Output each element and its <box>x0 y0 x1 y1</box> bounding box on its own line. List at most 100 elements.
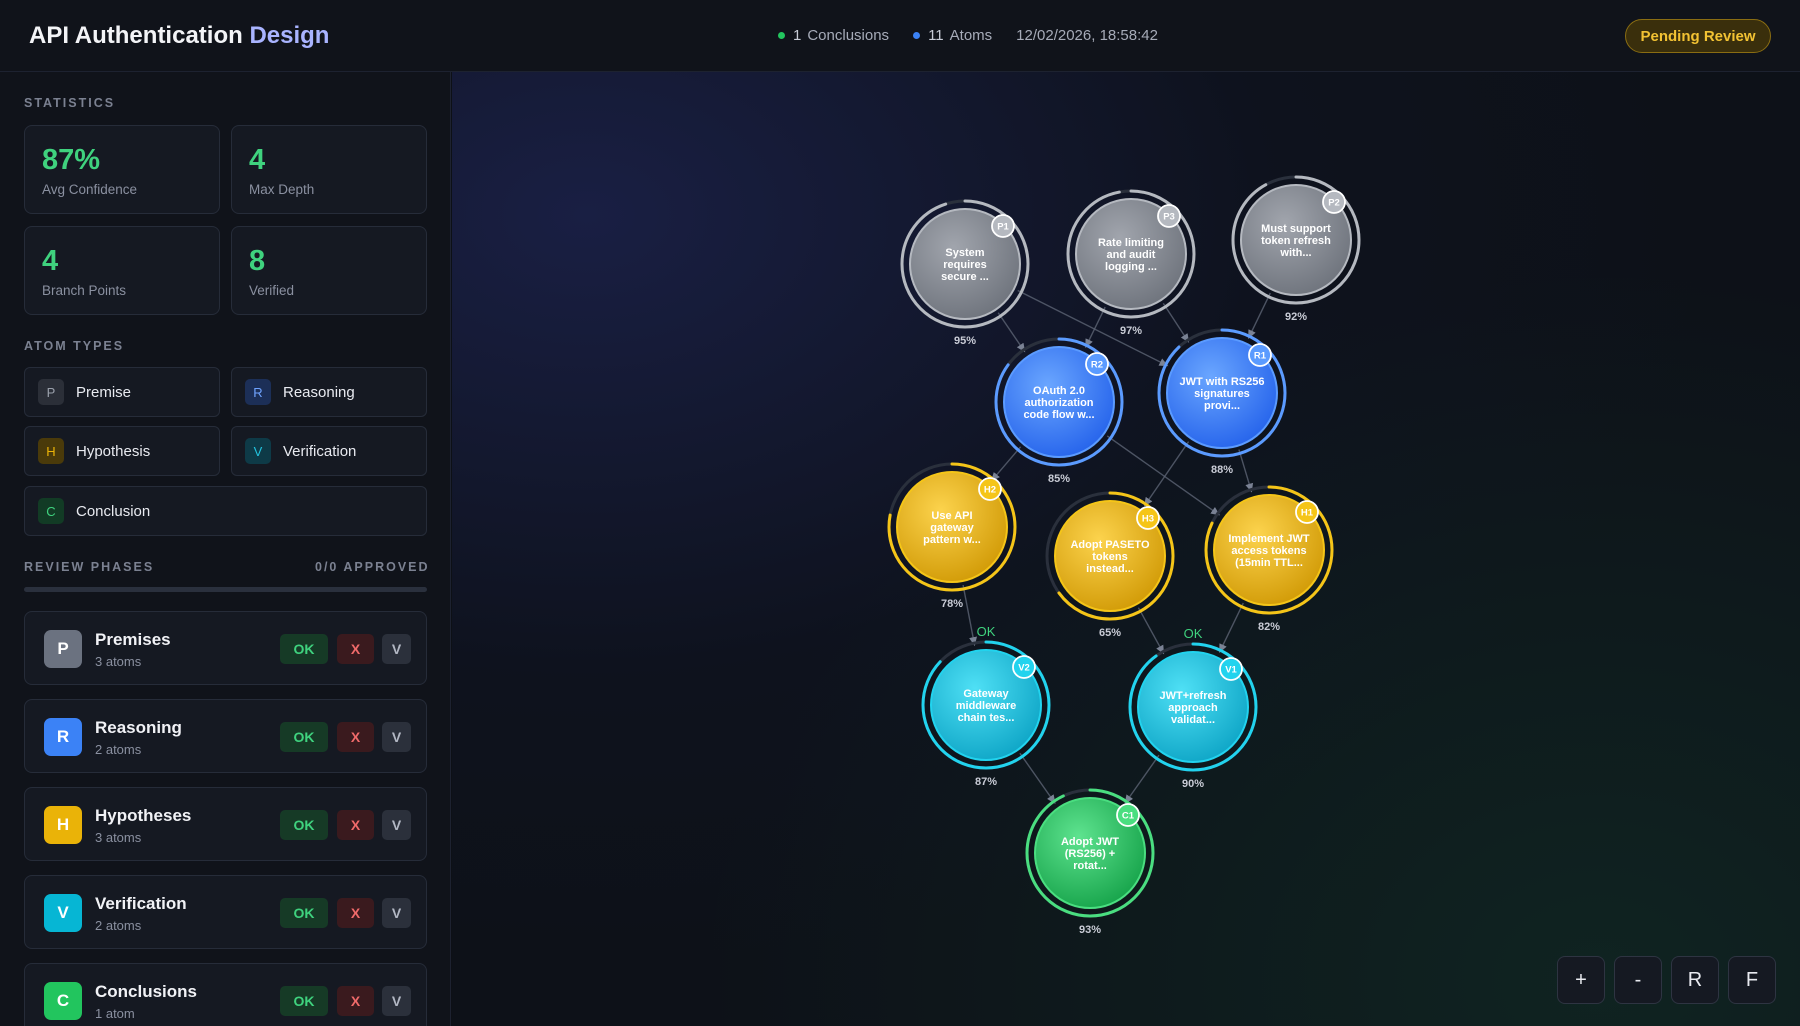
phase-name: Reasoning <box>95 718 182 737</box>
node-body[interactable] <box>896 471 1008 583</box>
node-text: approach <box>1168 702 1218 714</box>
node-body[interactable] <box>909 208 1021 320</box>
node-text: (RS256) + <box>1065 848 1115 860</box>
node-text: gateway <box>930 522 974 534</box>
edge-h2-v2 <box>962 584 977 647</box>
view-button[interactable]: V <box>382 722 411 752</box>
node-text: and audit <box>1107 249 1156 261</box>
node-body[interactable] <box>1240 184 1352 296</box>
node-body[interactable] <box>1137 651 1249 763</box>
edge-p3-r2 <box>1085 306 1106 349</box>
edge-r1-h1 <box>1238 449 1254 493</box>
node-body[interactable] <box>1075 198 1187 310</box>
graph-edges <box>962 289 1271 804</box>
phase-count: 3 atoms <box>95 654 142 669</box>
node-confidence: 92% <box>1285 311 1307 323</box>
reset-view-button[interactable]: R <box>1671 956 1719 1004</box>
reject-button[interactable]: X <box>337 986 374 1016</box>
approved-summary: 0/0 APPROVED <box>315 560 430 574</box>
node-text: authorization <box>1024 397 1093 409</box>
approve-button[interactable]: OK <box>280 634 328 664</box>
edge-v1-c1 <box>1124 754 1160 804</box>
node-text: tokens <box>1092 551 1127 563</box>
view-button[interactable]: V <box>382 634 411 664</box>
node-text: middleware <box>956 700 1017 712</box>
node-body[interactable] <box>1166 337 1278 449</box>
node-body[interactable] <box>1003 346 1115 458</box>
node-confidence: 95% <box>954 335 976 347</box>
node-text: validat... <box>1171 714 1215 726</box>
node-id-label: H2 <box>984 485 996 496</box>
atom-type-verification[interactable]: V Verification <box>231 426 427 476</box>
node-id-badge <box>991 214 1015 238</box>
node-body[interactable] <box>1054 500 1166 612</box>
timestamp: 12/02/2026, 18:58:42 <box>1016 27 1158 44</box>
approve-button[interactable]: OK <box>280 898 328 928</box>
reject-button[interactable]: X <box>337 810 374 840</box>
node-text: Must support <box>1261 223 1331 235</box>
edge-v2-c1 <box>1019 752 1056 804</box>
approve-button[interactable]: OK <box>280 986 328 1016</box>
atom-type-conclusion[interactable]: C Conclusion <box>24 486 427 536</box>
node-id-label: R2 <box>1091 360 1103 371</box>
view-button[interactable]: V <box>382 810 411 840</box>
pending-review-badge[interactable]: Pending Review <box>1625 19 1771 53</box>
reject-button[interactable]: X <box>337 634 374 664</box>
edge-p1-r2 <box>997 312 1026 353</box>
sidebar: STATISTICS 87% Avg Confidence 4 Max Dept… <box>0 72 451 1026</box>
stat-value: 4 <box>42 245 59 277</box>
confidence-arc <box>887 462 1017 592</box>
phase-premises: P Premises 3 atoms OK X V <box>24 611 427 685</box>
conclusions-stat: 1 Conclusions <box>778 27 889 44</box>
confidence-arc <box>1128 642 1258 772</box>
verification-badge: V <box>245 438 271 464</box>
node-id-label: V1 <box>1225 665 1237 676</box>
node-text: signatures <box>1194 388 1250 400</box>
zoom-in-button[interactable]: + <box>1557 956 1605 1004</box>
view-button[interactable]: V <box>382 898 411 928</box>
node-body[interactable] <box>1213 494 1325 606</box>
node-confidence: 90% <box>1182 778 1204 790</box>
node-text: logging ... <box>1105 261 1157 273</box>
phase-badge: R <box>44 718 82 756</box>
atom-type-hypothesis[interactable]: H Hypothesis <box>24 426 220 476</box>
node-id-label: H3 <box>1142 514 1154 525</box>
atom-type-reasoning[interactable]: R Reasoning <box>231 367 427 417</box>
node-id-label: P2 <box>1328 198 1340 209</box>
atom-type-premise[interactable]: P Premise <box>24 367 220 417</box>
stat-label: Avg Confidence <box>42 182 138 197</box>
page-title-accent: Design <box>249 22 330 49</box>
node-id-badge <box>1295 500 1319 524</box>
phase-count: 2 atoms <box>95 918 142 933</box>
node-confidence: 65% <box>1099 627 1121 639</box>
confidence-arc <box>994 337 1124 467</box>
node-body[interactable] <box>930 649 1042 761</box>
node-text: Implement JWT <box>1228 533 1310 545</box>
fit-view-button[interactable]: F <box>1728 956 1776 1004</box>
node-confidence: 82% <box>1258 621 1280 633</box>
confidence-arc <box>900 199 1030 329</box>
edge-p2-r1 <box>1247 292 1271 339</box>
edge-r2-h1 <box>1106 435 1220 516</box>
reject-button[interactable]: X <box>337 898 374 928</box>
approve-button[interactable]: OK <box>280 810 328 840</box>
reject-button[interactable]: X <box>337 722 374 752</box>
node-id-badge <box>1322 190 1346 214</box>
approve-button[interactable]: OK <box>280 722 328 752</box>
zoom-out-button[interactable]: - <box>1614 956 1662 1004</box>
view-button[interactable]: V <box>382 986 411 1016</box>
node-body[interactable] <box>1034 797 1146 909</box>
node-text: OAuth 2.0 <box>1033 385 1085 397</box>
